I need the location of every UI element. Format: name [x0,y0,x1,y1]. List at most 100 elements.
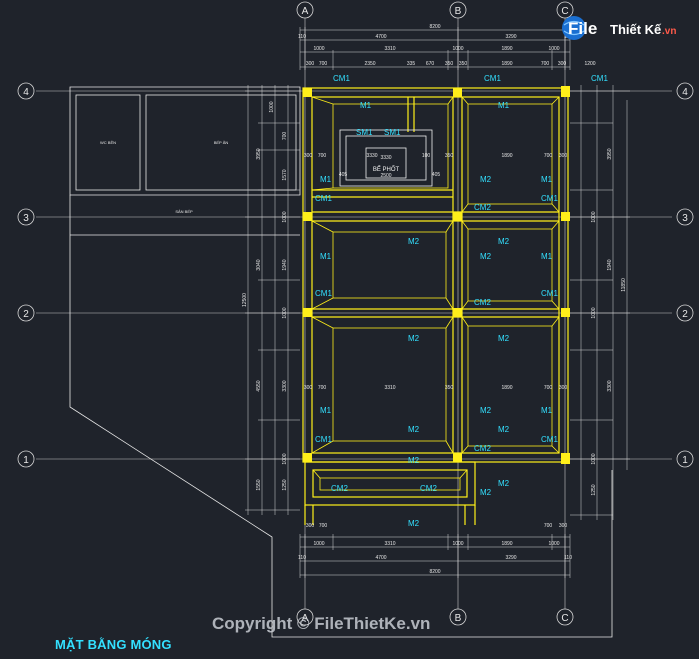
dim-bottom-sub-0: 1000 [313,541,324,547]
room-label-wc: WC BÊN [100,140,116,145]
dim-row-700b: 700 [544,153,553,159]
axis-label-right-3: 3 [682,213,688,224]
dim-mid-1890: 1890 [501,385,512,391]
label-cm1-a4: CM1 [333,74,350,83]
slab-panels [311,96,560,491]
dim-right-span-5: 1000 [591,453,597,464]
grid-lines [36,18,672,610]
axis-label-top-b: B [455,6,462,17]
label-m2-r2-b: M2 [498,334,510,343]
dim-bottom-detail-3: 300 [559,523,568,529]
axis-label-bottom-a: A [302,613,309,624]
dim-right-span-4: 3300 [607,380,613,391]
label-m1-r2-left: M1 [320,406,332,415]
dim-bottom-offset-right: 110 [564,555,572,561]
axis-label-right-1: 1 [682,455,688,466]
dim-bottom-span-a: 4700 [375,555,386,561]
dim-top-detail-5: 350 [445,61,454,67]
label-m2-strip-b: M2 [498,479,510,488]
dim-row-300b: 300 [559,153,568,159]
dim-top-sub-1: 3310 [384,46,395,52]
dim-left-detail-2: 1570 [282,169,288,180]
right-ticks [570,90,630,516]
room-label-kitchen: BẾP ĂN [214,140,229,145]
dim-top-sub-2: 1000 [452,46,463,52]
septic-tank-inner: 2500 [380,173,391,179]
septic-tank [339,129,433,187]
label-cm1-c3: CM1 [541,194,558,203]
label-m2-strip-c: M2 [480,488,492,497]
axis-label-top-c: C [561,6,568,17]
dim-bottom-detail-0: 300 [306,523,315,529]
dim-row-tank-700: 700 [318,153,327,159]
label-cm1-a3: CM1 [315,194,332,203]
label-m2-r2-mid: M2 [480,406,492,415]
label-m2-r3-center: M2 [408,237,420,246]
dim-top-span-a: 4700 [375,34,386,40]
dim-left-span-1: 3040 [256,259,262,270]
dim-top-sub-4: 1000 [548,46,559,52]
label-cm2-b2: CM2 [474,298,491,307]
septic-tank-label: BỂ PHỐT [373,166,400,173]
label-m2-row4-mid: M2 [480,175,492,184]
logo-brand: Thiết Kế [610,22,662,37]
dim-top-sub-3: 1890 [501,46,512,52]
dim-left-detail-3: 1000 [282,211,288,222]
dim-top-detail-6: 350 [459,61,468,67]
label-m1-top-right: M1 [498,101,510,110]
drawing-title: MẶT BẰNG MÓNG [55,637,172,652]
dimension-lines [247,29,628,576]
copyright-watermark: Copyright © FileThietKe.vn [212,614,431,633]
dim-top-detail-9: 300 [558,61,567,67]
site-outline [69,86,613,638]
dim-mid-700: 700 [318,385,327,391]
watermark-logo: File Thiết Kế .vn [560,10,690,46]
dim-top-offset-left: 110 [298,34,306,40]
label-sm1-b: SM1 [384,128,401,137]
label-cm1-b4: CM1 [484,74,501,83]
dim-bottom-span-b: 3290 [505,555,516,561]
label-cm2-b3: CM2 [474,203,491,212]
dim-row-405-b: 405 [432,172,441,178]
room-label-yard: SÂN BẾP [175,209,193,214]
axis-label-left-3: 3 [23,213,29,224]
left-ticks [245,90,300,511]
dim-bottom-detail-2: 700 [544,523,553,529]
label-cm2-strip-right: CM2 [420,484,437,493]
dim-left-total: 12500 [242,293,248,307]
dim-top-total: 8200 [429,24,440,30]
label-m2-bottom: M2 [408,519,420,528]
dim-bottom-total: 8200 [429,569,440,575]
globe-icon [562,16,586,40]
dim-left-span-2: 4550 [256,380,262,391]
label-cm1-c1: CM1 [541,435,558,444]
dim-right-total: 11850 [621,278,627,292]
axis-label-left-2: 2 [23,309,29,320]
label-m1-r2-right: M1 [541,406,553,415]
top-ticks [299,27,571,70]
dim-bottom-sub-2: 1000 [452,541,463,547]
axis-label-bottom-c: C [561,613,568,624]
bottom-ticks [299,534,571,578]
dim-mid-350: 350 [445,385,454,391]
axis-label-left-1: 1 [23,455,29,466]
dim-left-span-0: 3950 [256,148,262,159]
dim-top-detail-1: 700 [319,61,328,67]
logo-prefix: File [568,19,597,38]
dim-top-detail-0: 300 [306,61,315,67]
label-cm2-b1: CM2 [474,444,491,453]
label-m1-r3-right: M1 [541,252,553,261]
label-m1-row4-right: M1 [541,175,553,184]
dim-top-sub-0: 1000 [313,46,324,52]
label-cm1-a1: CM1 [315,435,332,444]
label-m1-row4-left: M1 [320,175,332,184]
dim-mid-300b: 300 [559,385,568,391]
label-cm2-strip-left: CM2 [331,484,348,493]
label-cm1-a2: CM1 [315,289,332,298]
dim-right-span-6: 1250 [591,484,597,495]
dim-bottom-offset-left: 110 [298,555,306,561]
dim-left-span-3: 1550 [256,479,262,490]
dim-right-span-0: 3950 [607,148,613,159]
label-m2-strip: M2 [408,456,420,465]
label-cm1-c4: CM1 [591,74,608,83]
